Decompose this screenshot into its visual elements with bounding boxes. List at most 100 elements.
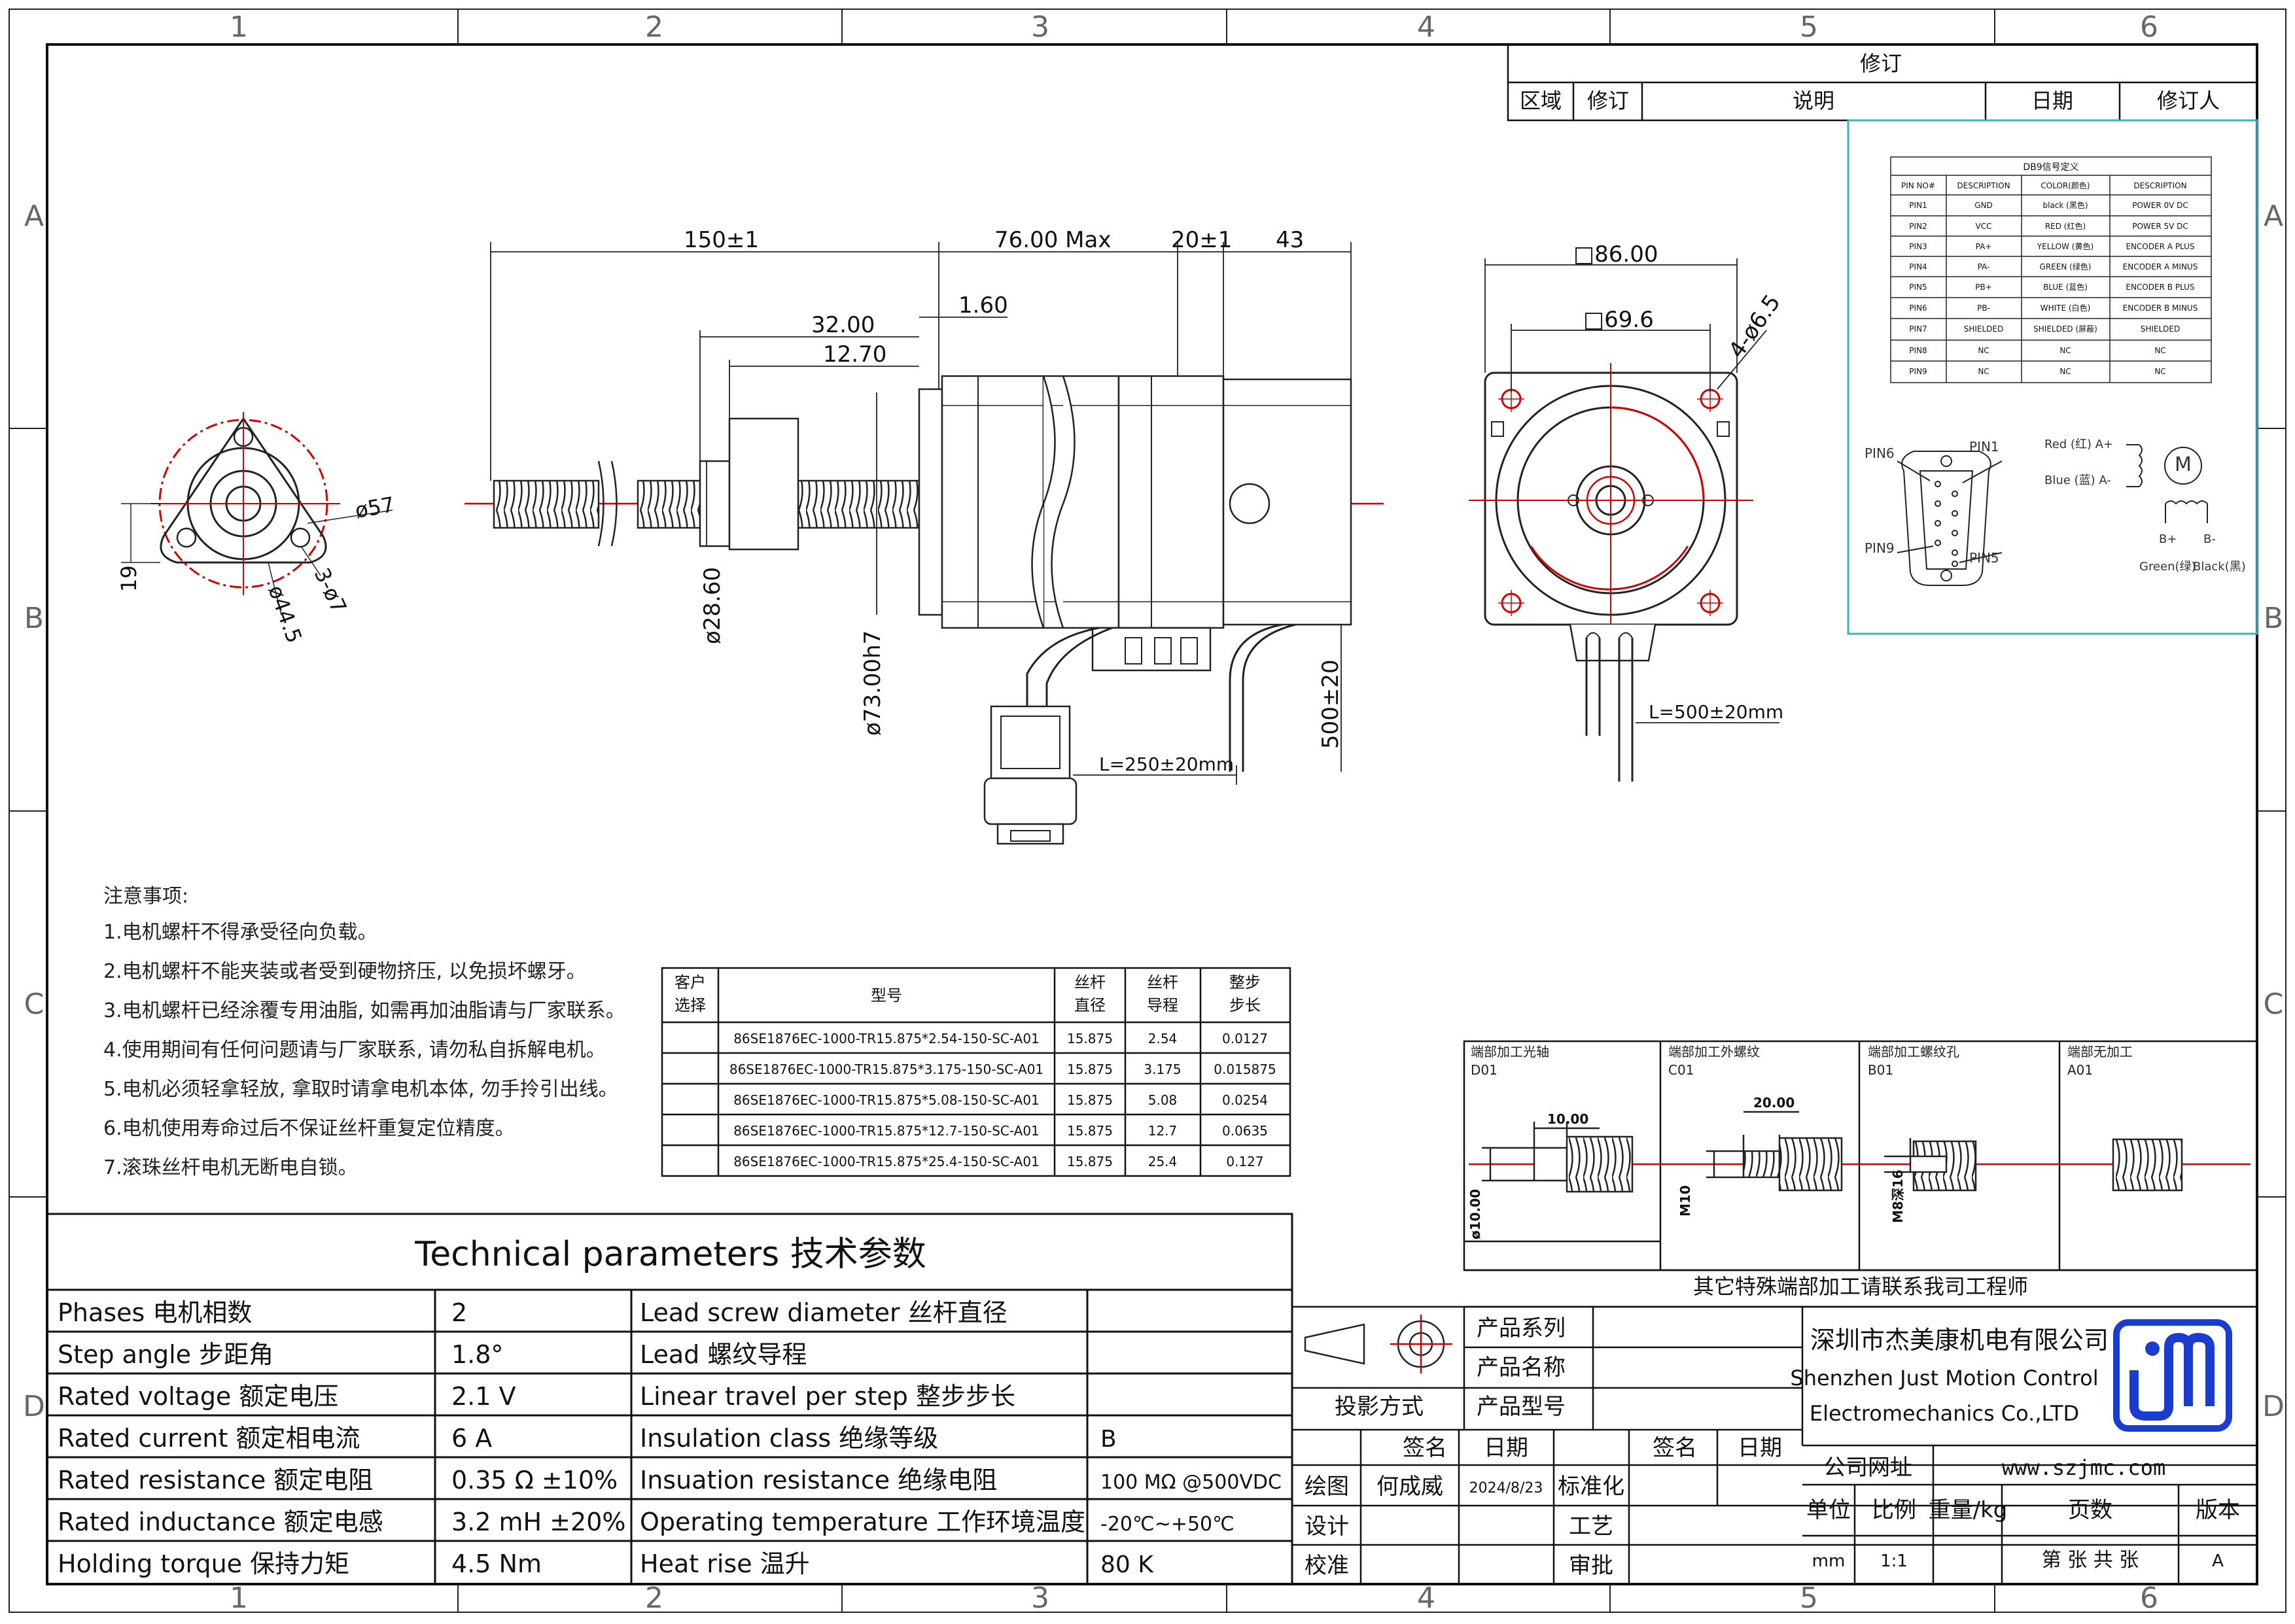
end-dim-m10: M10 [1677, 1185, 1693, 1217]
tb-scale: 比例 [1872, 1497, 1916, 1523]
dim-h19: 19 [116, 565, 141, 592]
grid-col-3: 3 [1031, 10, 1049, 44]
db9-title: DB9信号定义 [2023, 162, 2078, 173]
grid-col-1: 1 [230, 10, 248, 44]
lead-screw-mid [637, 479, 701, 529]
model-row3-lead: 5.08 [1148, 1092, 1178, 1108]
grid-col-1b: 1 [230, 1581, 248, 1615]
lead-screw-right [797, 479, 920, 529]
tb-model: 产品型号 [1477, 1394, 1566, 1420]
grid-col-3b: 3 [1031, 1581, 1049, 1615]
tb-approve: 审批 [1569, 1553, 1613, 1579]
db9-cell-r5-c4: ENCODER B PLUS [2126, 283, 2194, 292]
db9-h1: DESCRIPTION [1957, 181, 2010, 190]
dim-d57: ø57 [353, 492, 396, 523]
model-row2-name: 86SE1876EC-1000-TR15.875*3.175-150-SC-A0… [729, 1062, 1043, 1077]
end-dim-phi10: ø10.00 [1467, 1189, 1483, 1239]
models-h4a: 整步 [1229, 973, 1261, 992]
dim-500: 500±20 [1318, 659, 1344, 749]
db9-cell-r7-c3: SHIELDED (屏蔽) [2033, 324, 2097, 334]
grid-col-5: 5 [1800, 10, 1818, 44]
model-row4-lead: 12.7 [1148, 1123, 1178, 1139]
side-view [464, 375, 1384, 845]
note-6: 6.电机使用寿命过后不保证丝杆重复定位精度。 [103, 1117, 515, 1140]
lead-screw-left [493, 479, 600, 529]
dim-cable500: L=500±20mm [1649, 701, 1783, 723]
db9-cell-r2-c3: RED (红色) [2045, 221, 2086, 231]
tech-cell-r7-c4: 80 K [1100, 1551, 1154, 1578]
db9-cell-r8-c1: PIN8 [1909, 346, 1927, 355]
tb-draw-date: 2024/8/23 [1469, 1480, 1543, 1496]
end-opt4-b: A01 [2067, 1062, 2093, 1078]
tech-cell-r2-c2: 1.8° [451, 1340, 503, 1369]
dim-1270: 12.70 [823, 341, 886, 368]
db9-cell-r4-c4: ENCODER A MINUS [2123, 262, 2198, 271]
end-shafts [1482, 1111, 2183, 1193]
grid-col-5b: 5 [1800, 1581, 1818, 1615]
db9-pin9: PIN9 [1865, 540, 1895, 556]
rev-h-date: 日期 [2031, 88, 2073, 113]
tech-cell-r5-c2: 0.35 Ω ±10% [451, 1466, 618, 1494]
db9-cell-r4-c1: PIN4 [1909, 262, 1927, 271]
model-row3-step: 0.0254 [1222, 1092, 1268, 1108]
tech-cell-r5-c1: Rated resistance 额定电阻 [58, 1466, 373, 1494]
db9-cell-r2-c2: VCC [1976, 222, 1992, 231]
db9-cell-r3-c1: PIN3 [1909, 242, 1927, 251]
dim-sq69: □69.6 [1583, 307, 1654, 333]
tech-cell-r6-c4: -20℃~+50℃ [1100, 1513, 1235, 1536]
tb-scale-val: 1:1 [1880, 1551, 1908, 1571]
db9-cell-r6-c1: PIN6 [1909, 303, 1927, 313]
end-opt1-b: D01 [1471, 1062, 1498, 1078]
models-table [661, 967, 1291, 1177]
dim-sq86: □86.00 [1573, 241, 1658, 268]
dim-76: 76.00 Max [994, 227, 1111, 253]
note-5: 5.电机必须轻拿轻放, 拿取时请拿电机本体, 勿手拎引出线。 [103, 1078, 618, 1101]
dim-32: 32.00 [811, 312, 875, 338]
tb-weight: 重量/kg [1929, 1497, 2008, 1523]
db9-cell-r1-c4: POWER 0V DC [2132, 201, 2188, 210]
model-row3-name: 86SE1876EC-1000-TR15.875*5.08-150-SC-A01 [733, 1092, 1040, 1108]
model-row1-step: 0.0127 [1222, 1031, 1268, 1046]
tech-cell-r4-c2: 6 A [451, 1424, 492, 1453]
tb-website: www.szjmc.com [2002, 1455, 2165, 1480]
models-h2a: 丝杆 [1074, 973, 1106, 992]
tech-cell-r3-c2: 2.1 V [451, 1382, 516, 1411]
notes: 注意事项: 1.电机螺杆不得承受径向负载。 2.电机螺杆不能夹装或者受到硬物挤压… [103, 885, 625, 1179]
projection-symbol [1304, 1315, 1452, 1373]
db9-cell-r4-c2: PA- [1978, 262, 1990, 271]
tb-sign: 签名 [1403, 1435, 1447, 1461]
db9-cell-r6-c4: ENCODER B MINUS [2123, 303, 2198, 313]
tech-table [46, 1213, 1293, 1585]
tb-drawer: 何成威 [1376, 1474, 1443, 1500]
motor-stack [1042, 375, 1120, 629]
encoder-window [1229, 483, 1270, 525]
tb-version-val: A [2212, 1551, 2224, 1571]
model-row4-step: 0.0635 [1222, 1123, 1268, 1139]
tb-name: 产品名称 [1477, 1355, 1566, 1381]
wire-blue-label: Blue (蓝) A- [2044, 474, 2111, 487]
grid-col-4: 4 [1417, 10, 1435, 44]
tech-cell-r3-c1: Rated voltage 额定电压 [58, 1382, 338, 1411]
wire-green-label: Green(绿) [2139, 560, 2196, 574]
db9-text: DB9信号定义 PIN NO# DESCRIPTION COLOR(颜色) DE… [1901, 162, 2198, 376]
tech-cell-r7-c1: Holding torque 保持力矩 [58, 1549, 349, 1578]
tech-title: Technical parameters 技术参数 [414, 1235, 926, 1274]
models-h0b: 选择 [674, 996, 706, 1014]
dim-43: 43 [1276, 227, 1304, 253]
db9-cell-r5-c1: PIN5 [1909, 283, 1927, 292]
grid-row-c-r: C [2264, 988, 2284, 1021]
grid-col-2b: 2 [645, 1581, 663, 1615]
tb-unit: 单位 [1806, 1497, 1851, 1523]
tb-draw: 绘图 [1305, 1474, 1349, 1500]
grid-row-a: A [24, 199, 44, 233]
grid-row-b: B [24, 602, 44, 635]
db9-cell-r5-c2: PB+ [1975, 283, 1992, 292]
tb-pages: 页数 [2068, 1497, 2112, 1523]
model-row2-dia: 15.875 [1067, 1062, 1113, 1077]
model-row5-name: 86SE1876EC-1000-TR15.875*25.4-150-SC-A01 [733, 1154, 1040, 1169]
model-row4-name: 86SE1876EC-1000-TR15.875*12.7-150-SC-A01 [733, 1123, 1040, 1139]
note-2: 2.电机螺杆不能夹装或者受到硬物挤压, 以免损坏螺牙。 [103, 960, 586, 983]
front-view [1469, 258, 1779, 782]
models-h1: 型号 [871, 986, 902, 1005]
db9-cell-r9-c3: NC [2059, 367, 2071, 376]
